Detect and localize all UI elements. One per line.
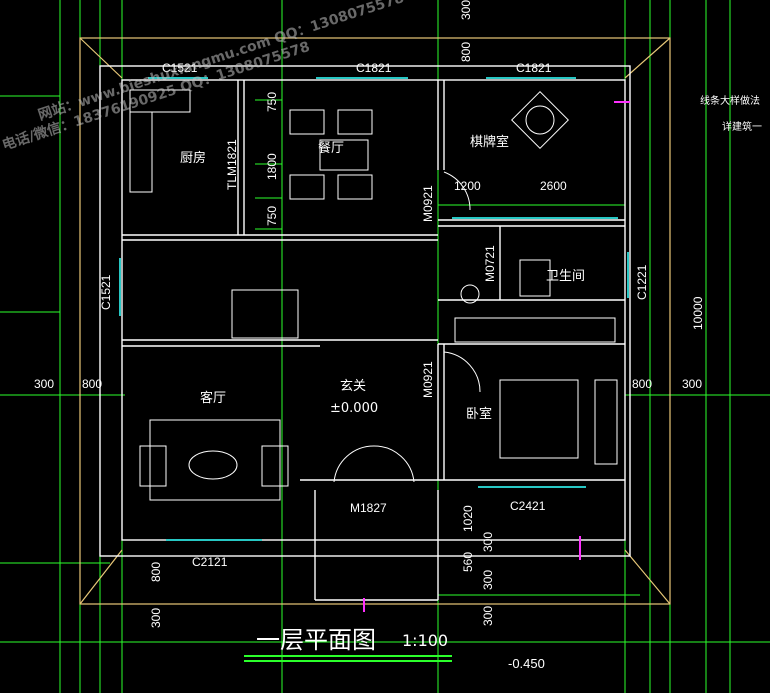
room-label-toilet: 卫生间 (546, 269, 585, 284)
room-label-foyer: 玄关 (340, 379, 366, 394)
drawing-scale: 1:100 (402, 631, 448, 650)
opening-c1821-b: C1821 (516, 61, 552, 75)
room-label-dining: 餐厅 (318, 140, 344, 156)
note-detail-2: 详建筑一 (722, 120, 762, 133)
dim-300-low: 300 (481, 570, 495, 590)
dim-10000: 10000 (691, 296, 705, 330)
opening-c1521-left: C1521 (99, 274, 113, 310)
accent-marks (363, 101, 630, 612)
dim-right-300: 300 (682, 377, 702, 391)
opening-m0721: M0721 (483, 245, 497, 282)
dim-300-mid: 300 (481, 532, 495, 552)
dim-left-800: 800 (82, 377, 102, 391)
room-label-bedroom: 卧室 (466, 406, 492, 422)
dim-1200: 1200 (454, 179, 481, 193)
watermark-site: 网站：www.bieshuxiangmu.com QQ：1308075578 (36, 0, 406, 124)
drawing-title: 一层平面图 (256, 626, 376, 654)
walls (99, 65, 631, 601)
dim-750-b: 750 (265, 206, 279, 226)
dim-2600: 2600 (540, 179, 567, 193)
opening-m0921-upper: M0921 (421, 185, 435, 222)
dim-top-800: 800 (459, 42, 473, 62)
dim-bottom-300-a: 300 (149, 608, 163, 628)
dim-top-300: 300 (459, 0, 473, 20)
opening-c1221: C1221 (635, 264, 649, 300)
room-label-living: 客厅 (200, 390, 226, 406)
opening-c2121: C2121 (192, 555, 228, 569)
note-detail-1: 线条大样做法 (700, 94, 760, 107)
windows (119, 77, 629, 541)
title-underline (244, 655, 452, 662)
eave-outline (79, 37, 671, 605)
room-label-kitchen: 厨房 (180, 150, 206, 166)
dim-left-300: 300 (34, 377, 54, 391)
dim-right-800: 800 (632, 377, 652, 391)
doors (333, 171, 481, 483)
opening-m0921-lower: M0921 (421, 361, 435, 398)
furniture (129, 89, 618, 501)
opening-m1827: M1827 (350, 501, 387, 515)
dim-bottom-300-b: 300 (481, 606, 495, 626)
dim-1020: 1020 (461, 505, 475, 532)
opening-c1521-top: C1521 (162, 61, 198, 75)
opening-c2421: C2421 (510, 499, 546, 513)
level-bottom: -0.450 (508, 656, 545, 671)
opening-tlm1821: TLM1821 (225, 139, 239, 190)
dim-1800: 1800 (265, 153, 279, 180)
opening-c1821-a: C1821 (356, 61, 392, 75)
foyer-level: ±0.000 (330, 401, 378, 416)
room-label-chess: 棋牌室 (470, 134, 509, 150)
dim-bottom-800: 800 (149, 562, 163, 582)
dim-560: 560 (461, 552, 475, 572)
dim-750-a: 750 (265, 92, 279, 112)
